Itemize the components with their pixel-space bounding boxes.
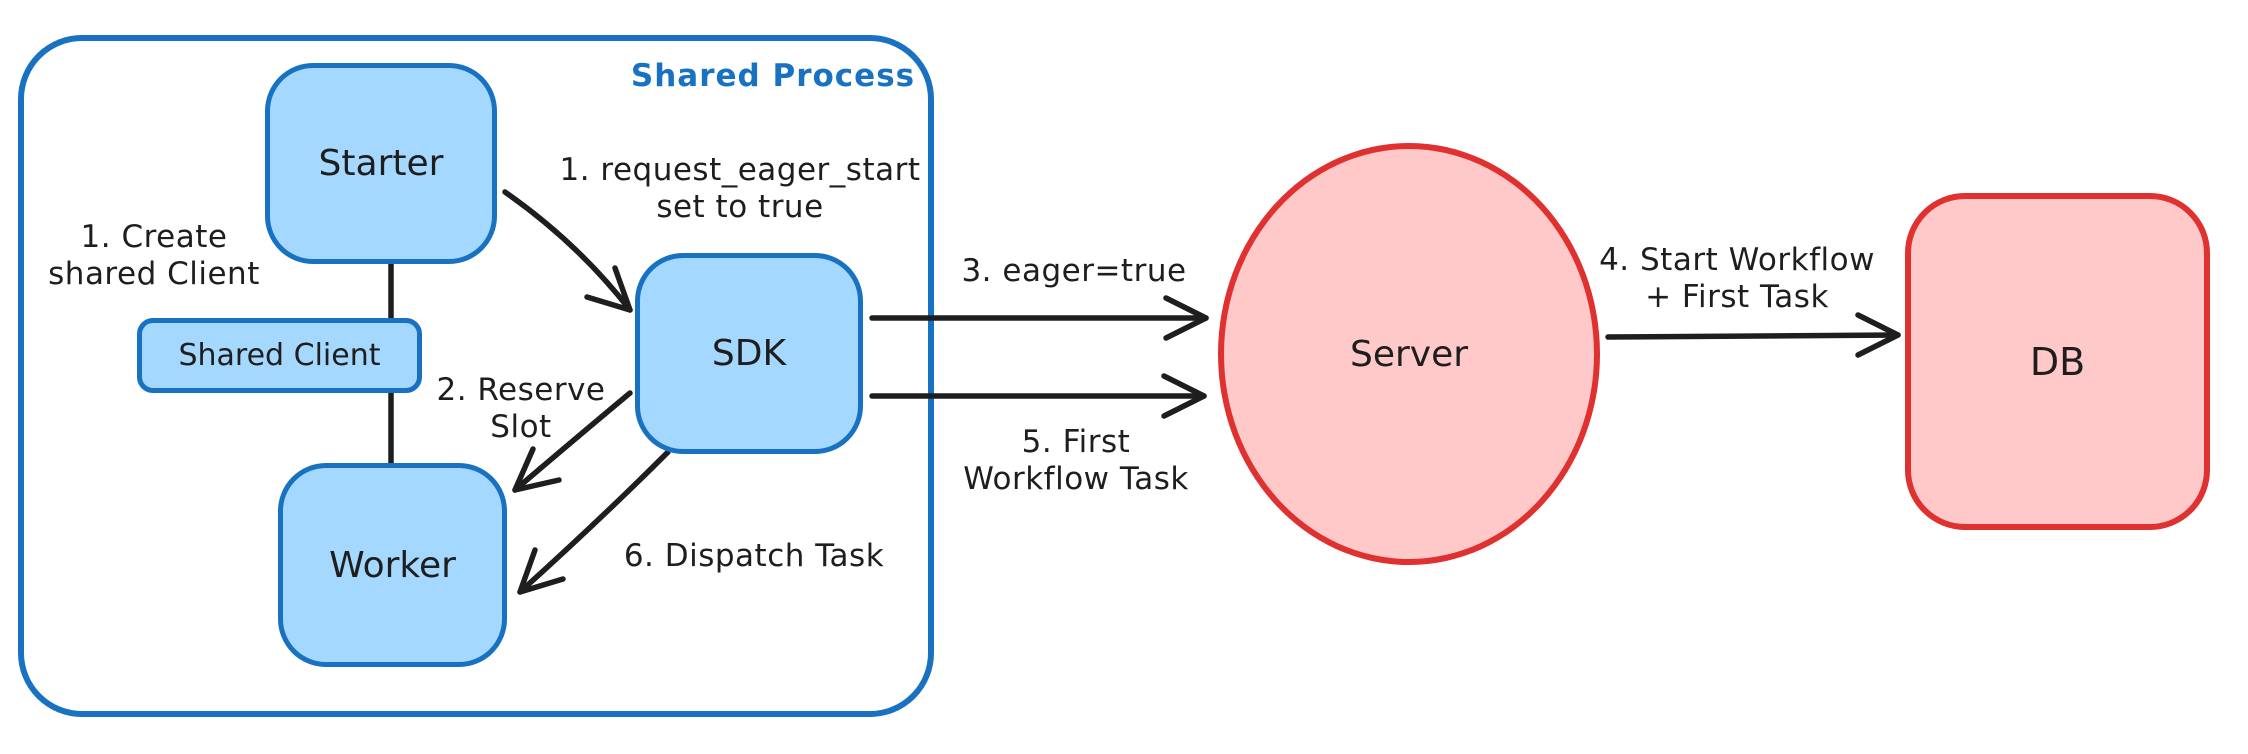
- shared-process-container: [18, 35, 934, 717]
- server-node: Server: [1218, 143, 1600, 565]
- sdk-node-label: SDK: [711, 333, 787, 374]
- starter-node: Starter: [265, 63, 497, 264]
- worker-node-label: Worker: [329, 544, 456, 586]
- start-workflow-label: 4. Start Workflow + First Task: [1599, 242, 1875, 315]
- db-node: DB: [1905, 193, 2210, 530]
- start-workflow-arrow: [1605, 312, 1901, 358]
- shared-client-node: Shared Client: [137, 318, 422, 393]
- server-node-label: Server: [1349, 333, 1469, 375]
- eager-true-label: 3. eager=true: [961, 253, 1187, 289]
- db-node-label: DB: [2029, 339, 2086, 384]
- create-shared-client-label: 1. Create shared Client: [48, 219, 260, 292]
- sdk-node: SDK: [635, 253, 863, 454]
- starter-node-label: Starter: [318, 143, 444, 184]
- request-eager-start-label: 1. request_eager_start set to true: [559, 152, 921, 225]
- dispatch-task-label: 6. Dispatch Task: [623, 538, 885, 574]
- first-workflow-task-label: 5. First Workflow Task: [963, 424, 1189, 497]
- shared-process-label: Shared Process: [630, 58, 916, 94]
- worker-node: Worker: [278, 463, 507, 667]
- reserve-slot-label: 2. Reserve Slot: [436, 372, 606, 445]
- shared-client-node-label: Shared Client: [178, 338, 381, 373]
